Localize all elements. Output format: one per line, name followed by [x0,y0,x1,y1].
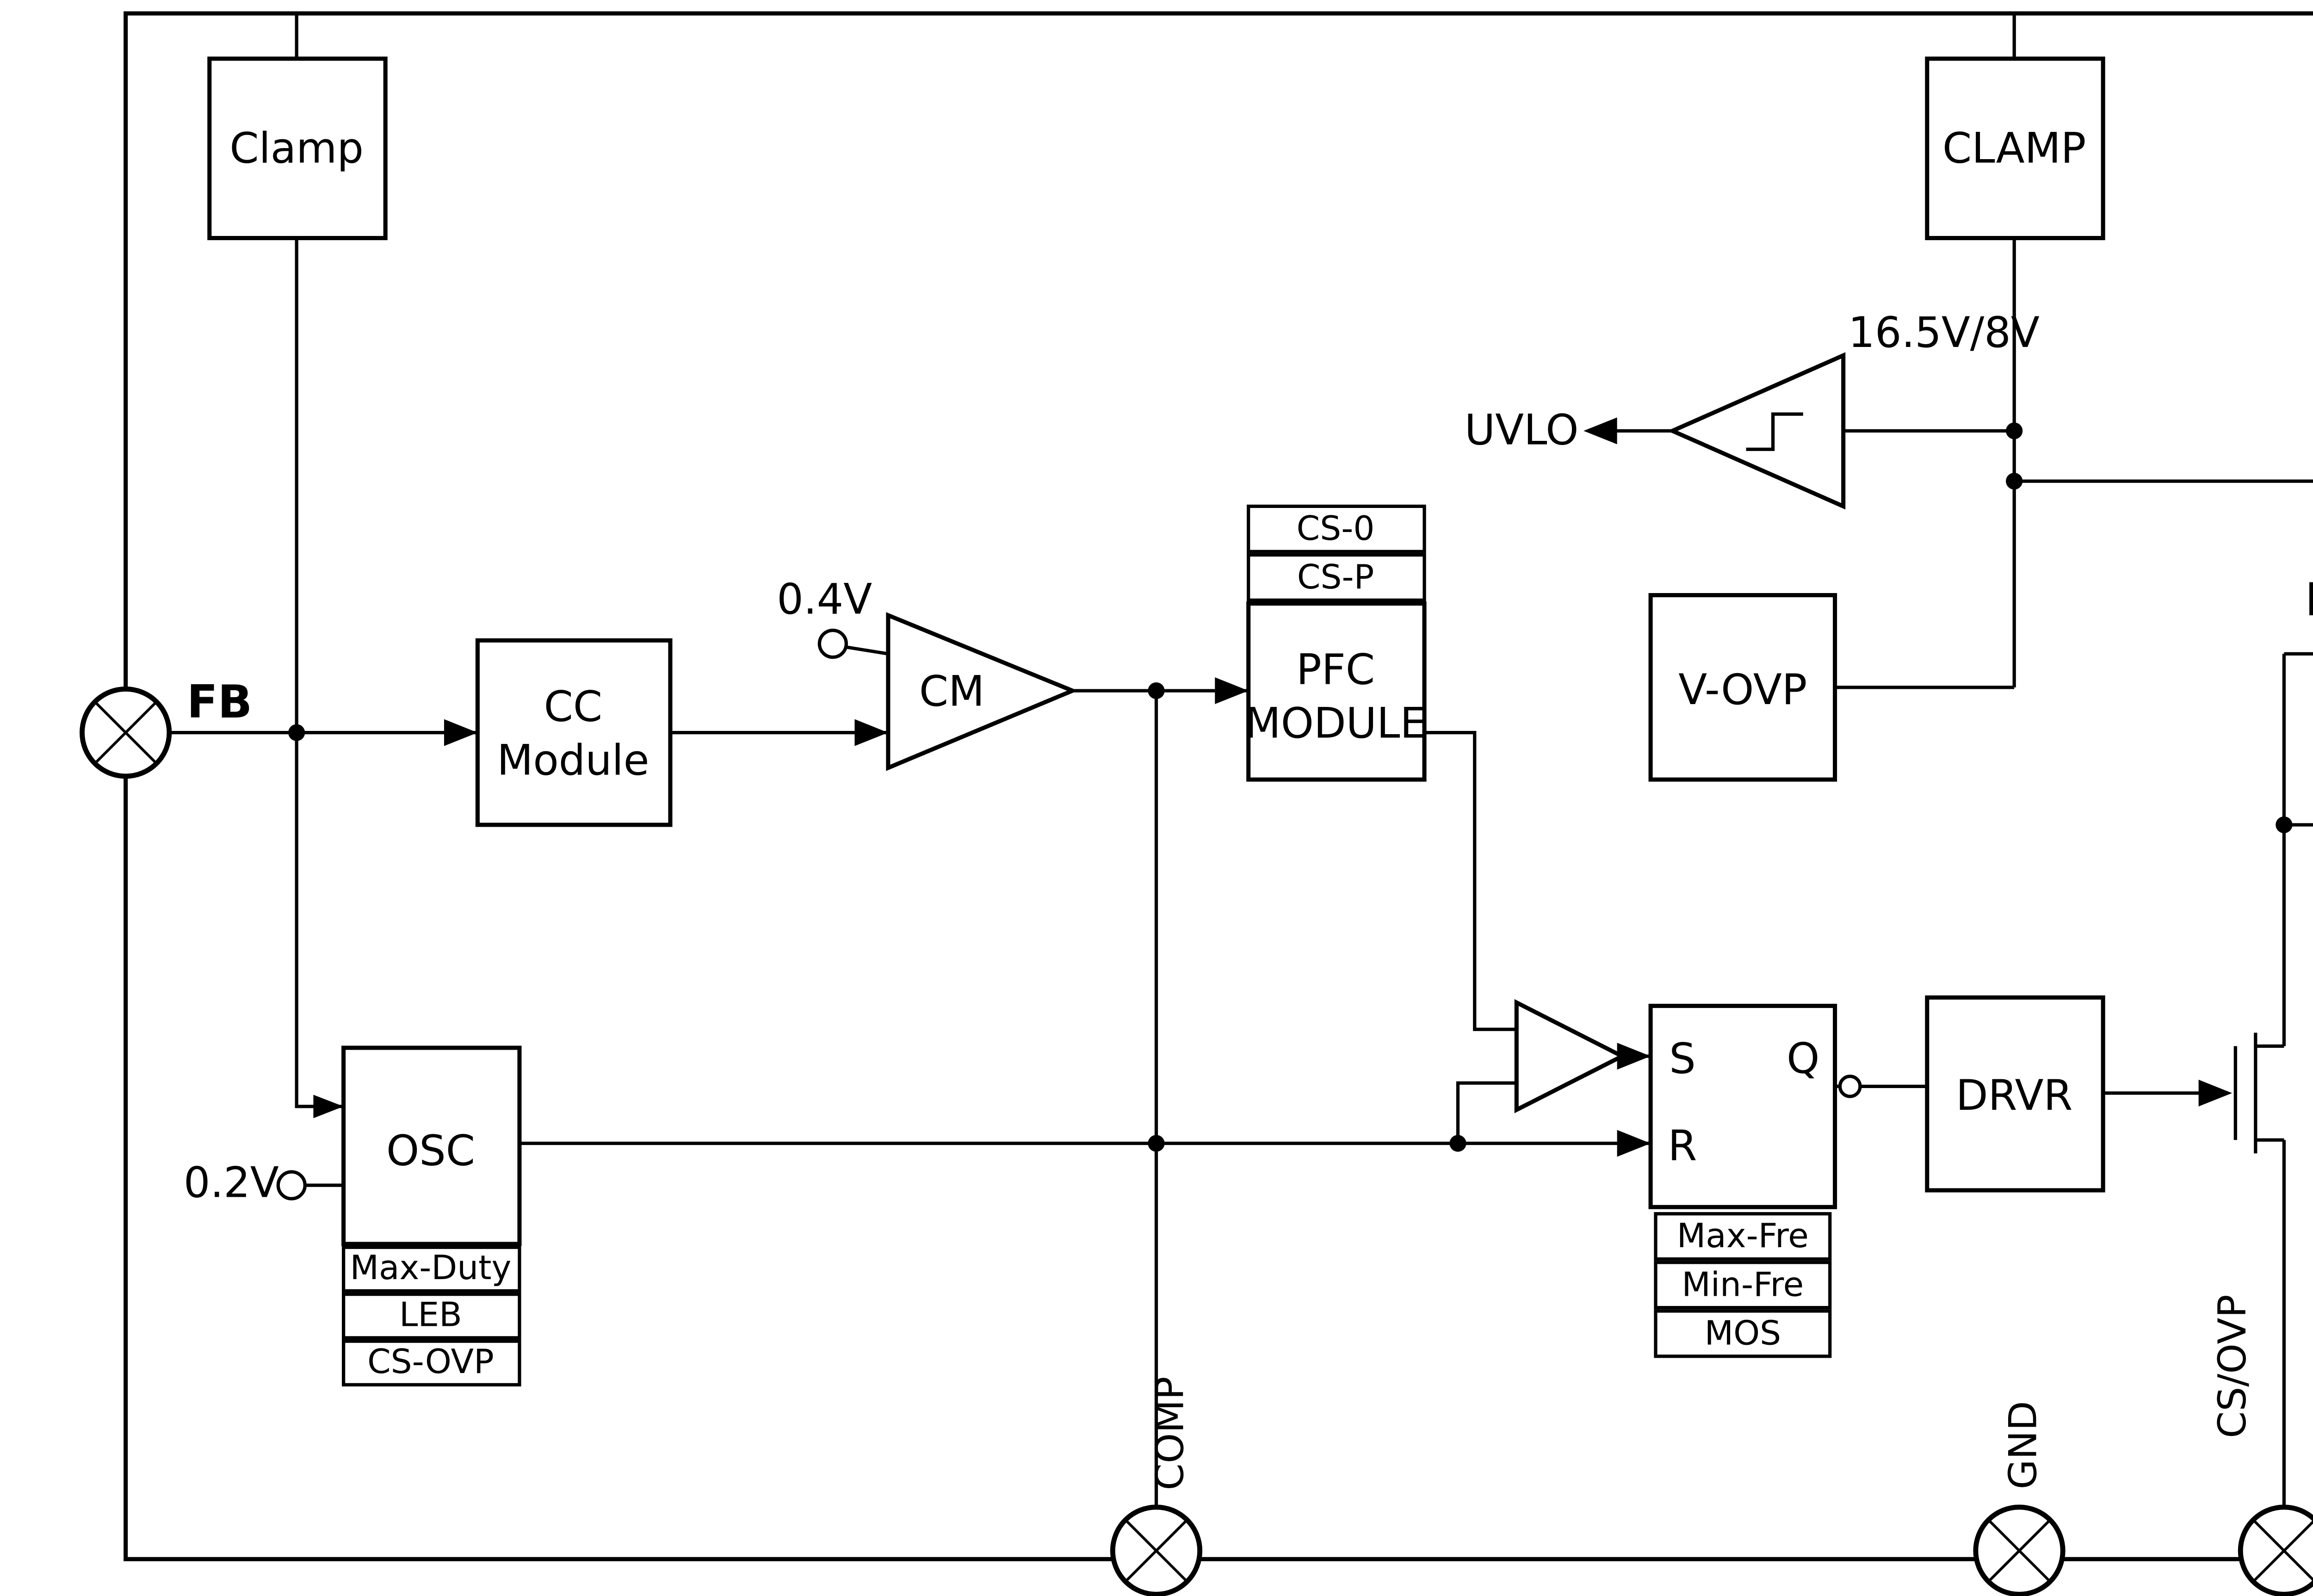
arrow-into-latch-s [1617,1043,1651,1070]
arrow-into-logic [1215,677,1249,705]
clamp-right-box [1925,56,2105,241]
junction-uvlo [2006,422,2023,439]
cs-ovp-pin-hatch2 [2253,1520,2313,1582]
cc-module-label-2: Module [497,736,649,785]
osc-row3-label: CS-OVP [367,1342,494,1381]
osc-row2-box [341,1293,521,1340]
pins: FB VCC DRAIN DRAIN COMP GND CS/OVP [80,574,2313,1596]
latch-row2-label: Min-Fre [1682,1265,1804,1304]
wire-ramp-to-comp-s [1456,1081,1517,1144]
clamp-left-box [207,56,388,241]
osc-ref-label: 0.2V [184,1158,279,1207]
driver-box [1925,995,2105,1193]
wire-logic-to-comp-s [1424,731,1517,1031]
arrow-into-cc [444,719,478,746]
osc-block: OSC Max-Duty LEB CS-OVP 0.2V [184,1045,522,1387]
driver-block: DRVR [1925,995,2105,1193]
cc-module-block: CC Module [475,638,673,827]
arrow-into-osc [313,1095,344,1119]
gnd-pin-hatch2 [1988,1519,2051,1582]
osc-row2-label: LEB [399,1296,462,1335]
wire-ref04-to-cm [846,645,889,656]
logic-module-block: CS-0 CS-P PFC MODULE [1245,504,1427,782]
clamp-right-block: CLAMP [1925,56,2105,241]
arrow-uvlo-out [1583,417,1617,445]
junction-cm-out [1148,682,1165,699]
uvlo-threshold-label: 16.5V/8V [1848,309,2040,357]
logic-row1-label: CS-0 [1297,509,1375,548]
logic-main-box [1246,601,1427,782]
clamp-right-label: CLAMP [1942,124,2086,173]
uvlo-triangle [1667,352,1846,510]
osc-ref-terminal [276,1170,307,1200]
osc-row1-box [341,1245,521,1293]
power-mosfet [2233,1033,2284,1154]
latch-row3-label: MOS [1705,1314,1781,1353]
drain-bottom-pin-label: DRAIN [2312,749,2313,802]
comp-pin-label: COMP [1147,1376,1192,1490]
cm-ref-label: 0.4V [777,575,872,624]
cm-comparator: CM 0.4V [777,575,1078,771]
latch-q-label: Q [1787,1034,1819,1083]
logic-row2-box [1247,553,1426,602]
junction-fb [288,724,305,741]
latch-r-label: R [1668,1122,1697,1170]
logic-row2-label: CS-P [1297,558,1374,597]
uvlo-comparator: UVLO 16.5V/8V [1465,309,2040,510]
comp-pin-hatch2 [1125,1519,1187,1582]
latch-q-bubble [1838,1074,1862,1098]
v-ovp-label: V-OVP [1678,666,1807,714]
latch-row2-box [1654,1261,1832,1310]
drain-top-pin-label: DRAIN [2305,574,2313,626]
junction-comp-in [1449,1135,1466,1152]
latch-row1-label: Max-Fre [1677,1217,1809,1256]
cm-ref-terminal [817,628,848,659]
s-comparator [1514,999,1627,1113]
arrow-into-gate [2198,1079,2233,1107]
cm-label: CM [919,668,984,716]
junction-ramp [1148,1135,1165,1152]
osc-label: OSC [386,1127,475,1175]
latch-s-label: S [1669,1034,1695,1083]
cc-module-label-1: CC [544,682,602,731]
osc-box [341,1045,522,1246]
clamp-left-label: Clamp [229,124,364,173]
junction-vcc [2006,472,2023,490]
osc-row3-box [341,1339,521,1387]
hysteresis-icon [1746,412,1803,451]
arrowheads [313,417,2233,1157]
latch-row1-box [1654,1212,1832,1261]
arrow-into-cm [854,719,888,746]
cs-ovp-pin [2238,1504,2313,1596]
logic-label-2: MODULE [1245,699,1427,748]
junction-drain [2276,816,2293,834]
logic-label-1: PFC [1296,646,1375,694]
s-comparator-triangle [1514,999,1627,1113]
junction-dots [288,422,2293,1152]
clamp-left-block: Clamp [207,56,388,241]
fb-pin-hatch2 [94,701,157,764]
sr-latch-block: S R Q Max-Fre Min-Fre MOS [1648,1003,1837,1358]
latch-box [1648,1003,1837,1209]
cs-ovp-pin-label: CS/OVP [2210,1294,2255,1438]
uvlo-label: UVLO [1465,406,1579,454]
logic-row1-box [1247,504,1426,553]
driver-label: DRVR [1956,1071,2073,1120]
v-ovp-block: V-OVP [1648,593,1837,782]
latch-row3-box [1654,1309,1832,1358]
wires [169,13,2313,1516]
cc-module-box [475,638,673,827]
osc-row1-label: Max-Duty [350,1249,512,1287]
cm-triangle [886,612,1078,771]
gnd-pin-label: GND [2000,1401,2045,1489]
arrow-into-latch-r [1617,1130,1651,1157]
v-ovp-box [1648,593,1837,782]
fb-pin-label: FB [187,676,252,729]
